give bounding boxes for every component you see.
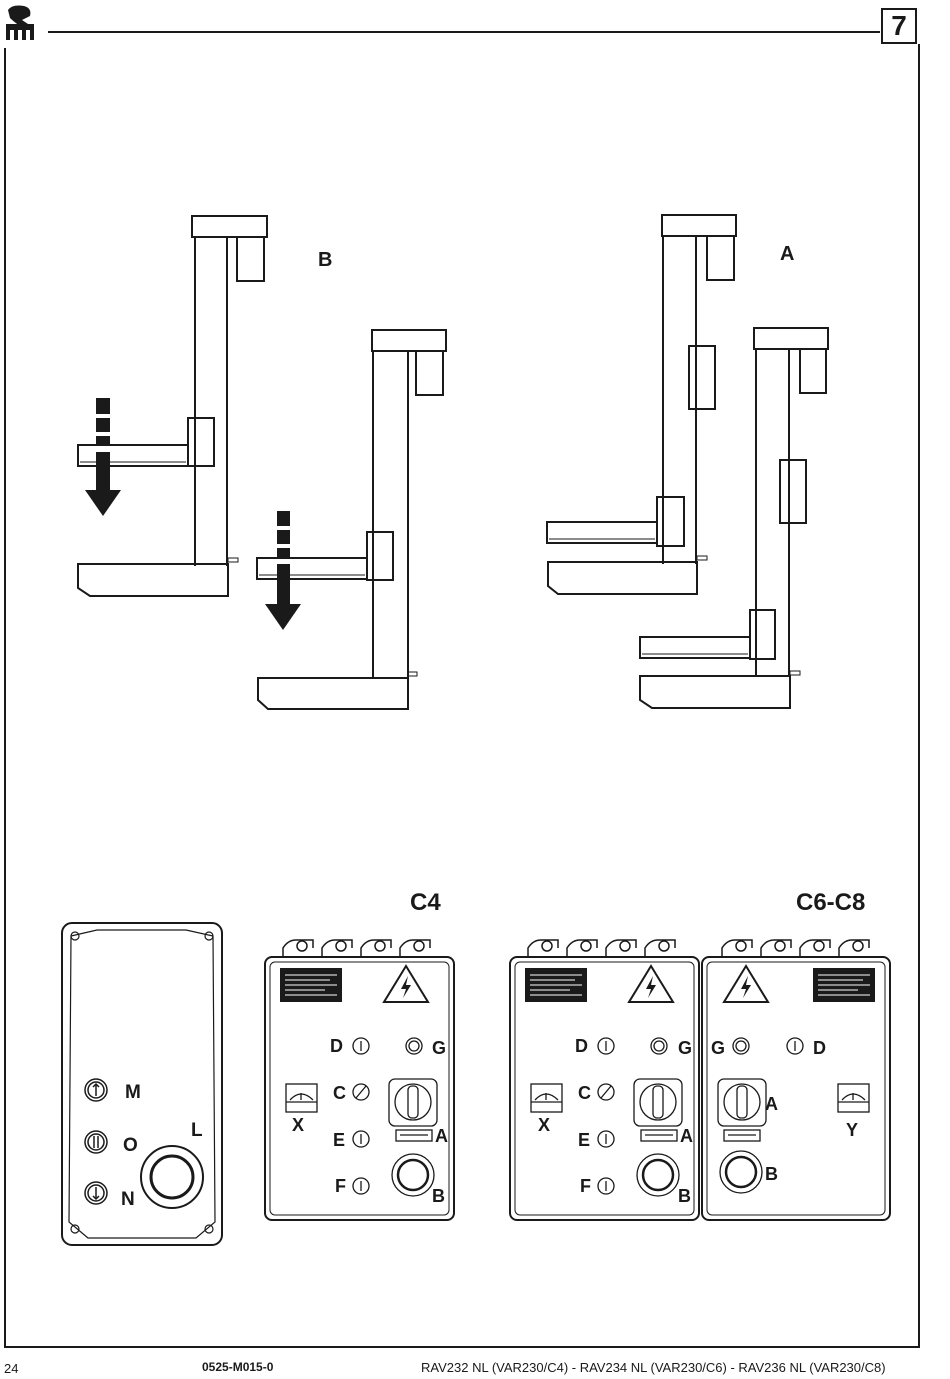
c6-right-label-a: A bbox=[765, 1094, 778, 1114]
selector-c-icon bbox=[353, 1084, 369, 1100]
panel-title-c6c8: C6-C8 bbox=[796, 889, 865, 916]
cable-gland-icon bbox=[528, 940, 675, 958]
c4-label-e: E bbox=[333, 1130, 345, 1150]
indicator-e-icon bbox=[598, 1131, 614, 1147]
c4-label-a: A bbox=[435, 1126, 448, 1146]
main-switch-a-icon bbox=[634, 1079, 682, 1141]
warning-label-icon bbox=[813, 968, 875, 1002]
indicator-f-icon bbox=[598, 1178, 614, 1194]
c6-right-label-d: D bbox=[813, 1038, 826, 1058]
c4-label-x: X bbox=[292, 1115, 304, 1135]
remote-label-m: M bbox=[125, 1082, 141, 1103]
lift-a-high bbox=[547, 215, 736, 594]
c4-label-f: F bbox=[335, 1176, 346, 1196]
up-button-icon bbox=[85, 1079, 107, 1101]
remote-label-n: N bbox=[121, 1189, 135, 1210]
start-button-b-icon bbox=[637, 1154, 679, 1196]
footer-doc-code: 0525-M015-0 bbox=[202, 1360, 273, 1374]
indicator-d-icon bbox=[353, 1038, 369, 1054]
warning-label-icon bbox=[280, 968, 342, 1002]
c6-left-label-f: F bbox=[580, 1176, 591, 1196]
gauge-x-icon bbox=[531, 1084, 562, 1112]
remote-label-l: L bbox=[191, 1120, 203, 1141]
c6-left-label-g: G bbox=[678, 1038, 692, 1058]
panel-title-c4: C4 bbox=[410, 889, 441, 916]
c6-right-label-y: Y bbox=[846, 1120, 858, 1140]
figure-label-a: A bbox=[780, 243, 794, 265]
indicator-g-icon bbox=[651, 1038, 667, 1054]
c6-left-label-e: E bbox=[578, 1130, 590, 1150]
cable-gland-icon bbox=[722, 940, 869, 958]
down-arrow-icon bbox=[265, 511, 301, 630]
indicator-e-icon bbox=[353, 1131, 369, 1147]
high-voltage-icon bbox=[724, 966, 768, 1002]
c6-left-label-d: D bbox=[575, 1036, 588, 1056]
selector-c-icon bbox=[598, 1084, 614, 1100]
high-voltage-icon bbox=[629, 966, 673, 1002]
c4-label-g: G bbox=[432, 1038, 446, 1058]
start-button-b-icon bbox=[392, 1154, 434, 1196]
c4-label-d: D bbox=[330, 1036, 343, 1056]
double-up-button-icon bbox=[85, 1131, 107, 1153]
lift-a-low bbox=[640, 328, 828, 708]
emergency-stop-icon bbox=[141, 1146, 203, 1208]
warning-label-icon bbox=[525, 968, 587, 1002]
cable-gland-icon bbox=[283, 940, 430, 958]
main-switch-a-icon bbox=[389, 1079, 437, 1141]
down-arrow-icon bbox=[85, 398, 121, 516]
c4-label-b: B bbox=[432, 1186, 445, 1206]
indicator-g-icon bbox=[733, 1038, 749, 1054]
c6-left-label-x: X bbox=[538, 1115, 550, 1135]
footer-page-number: 24 bbox=[4, 1361, 18, 1376]
main-switch-a-icon bbox=[718, 1079, 766, 1141]
c6-left-label-c: C bbox=[578, 1083, 591, 1103]
indicator-f-icon bbox=[353, 1178, 369, 1194]
gauge-x-icon bbox=[286, 1084, 317, 1112]
c6-left-label-b: B bbox=[678, 1186, 691, 1206]
c6-left-label-a: A bbox=[680, 1126, 693, 1146]
c6-right-label-b: B bbox=[765, 1164, 778, 1184]
down-button-icon bbox=[85, 1182, 107, 1204]
gauge-y-icon bbox=[838, 1084, 869, 1112]
high-voltage-icon bbox=[384, 966, 428, 1002]
figure-label-b: B bbox=[318, 249, 332, 271]
indicator-g-icon bbox=[406, 1038, 422, 1054]
indicator-d-icon bbox=[787, 1038, 803, 1054]
c6-right-label-g: G bbox=[711, 1038, 725, 1058]
footer-models: RAV232 NL (VAR230/C4) - RAV234 NL (VAR23… bbox=[421, 1360, 928, 1375]
c4-label-c: C bbox=[333, 1083, 346, 1103]
indicator-d-icon bbox=[598, 1038, 614, 1054]
remote-label-o: O bbox=[123, 1135, 138, 1156]
start-button-b-icon bbox=[720, 1151, 762, 1193]
